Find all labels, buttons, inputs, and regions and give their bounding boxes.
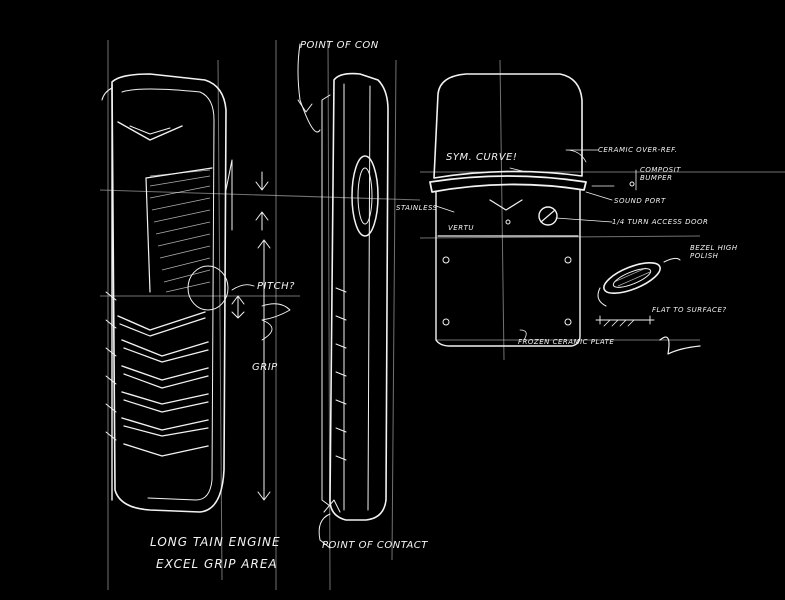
phone-side-profile [297, 43, 389, 549]
bezel-detail [595, 257, 701, 355]
phone-back-view [429, 73, 637, 347]
label-stainless: Stainless [396, 204, 438, 212]
phone-front-perspective [101, 73, 233, 513]
label-point-of-con: Point of con [300, 40, 379, 51]
label-bezel-high-polish: Bezel high polish [690, 244, 738, 260]
label-flat-to-surface: Flat to surface? [652, 306, 727, 314]
label-composit-bumper: Composit bumper [640, 166, 681, 182]
label-sym-curve: Sym. curve! [446, 152, 518, 163]
keypad-keys [117, 311, 209, 457]
dimension-marks [231, 171, 291, 501]
label-quarter-turn-access-door: 1/4 turn access door [612, 218, 709, 226]
label-long-tain-engine: Long tain engine [150, 535, 281, 549]
label-grip: Grip [252, 362, 278, 373]
label-point-of-contact: Point of contact [322, 540, 428, 551]
construction-lines [99, 39, 785, 591]
label-sound-port: Sound port [614, 197, 666, 205]
label-pitch: Pitch? [257, 281, 295, 292]
label-frozen-ceramic-plate: Frozen ceramic plate [518, 338, 615, 346]
label-nameplate: Vertu [448, 224, 474, 232]
label-excel-grip-area: Excel grip area [156, 557, 278, 571]
label-ceramic-over-ref: Ceramic over-ref. [598, 146, 678, 154]
